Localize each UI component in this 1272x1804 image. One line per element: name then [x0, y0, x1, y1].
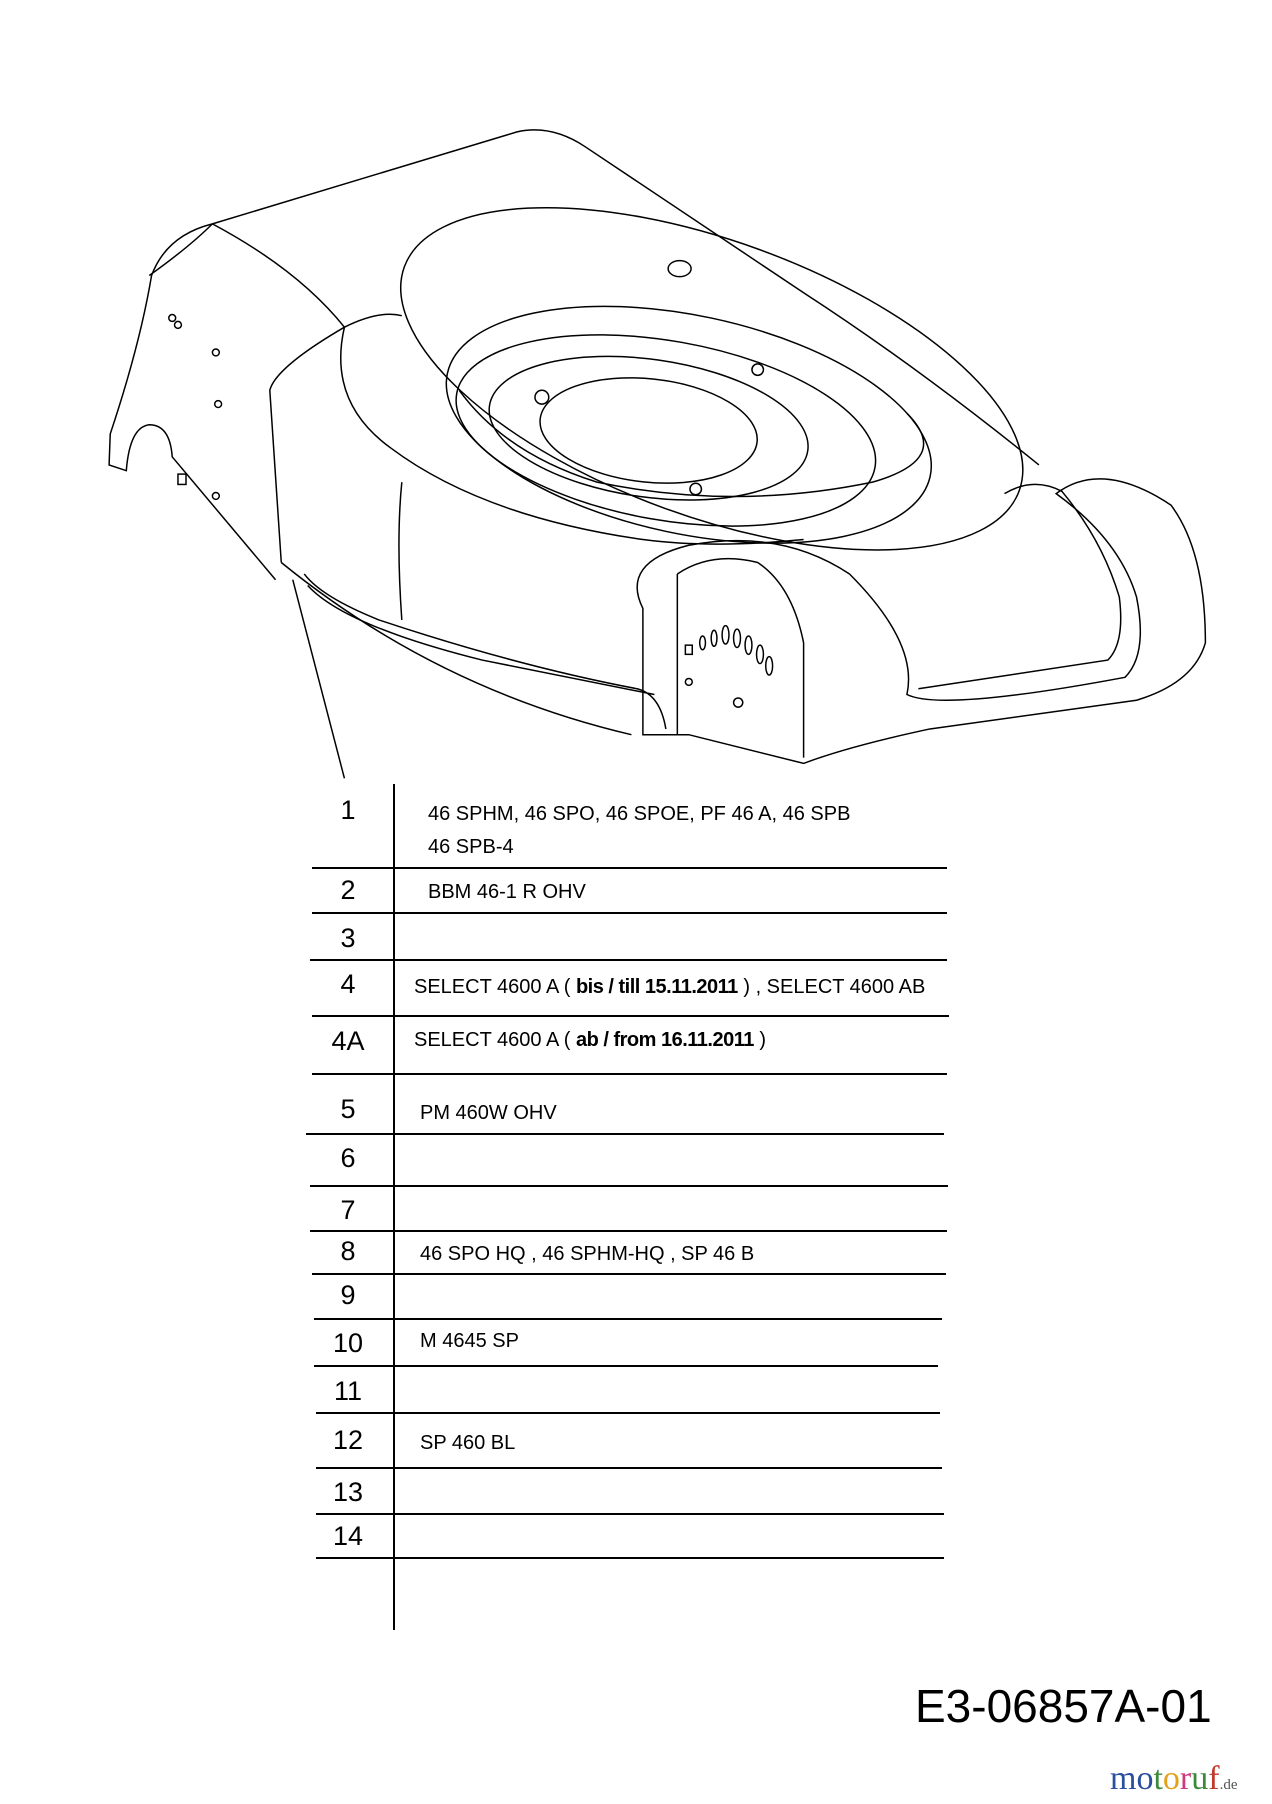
row-model: 46 SPB-4: [428, 836, 514, 858]
row-line: [312, 867, 947, 869]
row-number: 11: [333, 1376, 363, 1406]
deck-bowl: [399, 206, 1024, 551]
row-line: [316, 1412, 940, 1414]
row-model: BBM 46-1 R OHV: [428, 881, 586, 903]
row-model: PM 460W OHV: [420, 1102, 557, 1124]
leader-line: [292, 579, 346, 779]
row-line: [316, 1467, 942, 1469]
row-line: [312, 1015, 949, 1017]
logo-text: motoruf: [1110, 1760, 1220, 1797]
table-divider: [393, 784, 395, 1630]
text: ) , SELECT 4600 AB: [737, 976, 926, 998]
row-number: 2: [340, 875, 356, 905]
row-line: [314, 1365, 938, 1367]
row-number: 8: [340, 1236, 356, 1266]
text: SELECT 4600 A (: [414, 976, 576, 998]
date-text: ab / from 16.11.2011: [575, 1029, 754, 1051]
row-number: 4A: [331, 1026, 365, 1056]
row-line: [314, 1318, 942, 1320]
row-model: SP 460 BL: [420, 1432, 516, 1454]
row-line: [310, 1185, 948, 1187]
deck-side-panel: [108, 223, 277, 581]
row-line: [310, 959, 947, 961]
row-model: SELECT 4600 A ( ab / from 16.11.2011 ): [414, 1028, 766, 1052]
row-line: [306, 1133, 944, 1135]
row-number: 6: [340, 1143, 356, 1173]
deck-top-edge: [212, 129, 1040, 466]
side-handle-slot: [303, 573, 667, 730]
row-number: 1: [340, 795, 356, 825]
row-number: 14: [332, 1521, 364, 1551]
row-line: [316, 1557, 944, 1559]
date-text: bis / till 15.11.2011: [575, 976, 738, 998]
row-number: 13: [332, 1477, 364, 1507]
front-bumper: [636, 478, 1207, 765]
row-line: [316, 1513, 944, 1515]
row-number: 4: [340, 969, 356, 999]
row-number: 3: [340, 923, 356, 953]
drawing-code: E3-06857A-01: [915, 1680, 1212, 1732]
row-line: [310, 1230, 947, 1232]
motor-ring: [488, 355, 809, 501]
vent-slots: [684, 624, 774, 708]
row-line: [312, 1073, 947, 1075]
motor-opening: [539, 377, 758, 484]
row-model: SELECT 4600 A ( bis / till 15.11.2011 ) …: [414, 975, 925, 999]
row-number: 5: [340, 1094, 356, 1124]
row-model: 46 SPO HQ , 46 SPHM-HQ , SP 46 B: [420, 1243, 755, 1265]
text: SELECT 4600 A (: [414, 1029, 576, 1051]
row-line: [312, 912, 947, 914]
row-line: [312, 1273, 946, 1275]
row-number: 9: [340, 1280, 356, 1310]
motoruf-logo: motoruf.de: [1110, 1760, 1237, 1804]
row-model: M 4645 SP: [420, 1330, 519, 1352]
row-model: 46 SPHM, 46 SPO, 46 SPOE, PF 46 A, 46 SP…: [428, 803, 851, 825]
text: ): [753, 1029, 767, 1051]
row-number: 7: [340, 1195, 356, 1225]
logo-suffix: .de: [1219, 1777, 1238, 1793]
row-number: 10: [332, 1328, 364, 1358]
row-number: 12: [332, 1425, 364, 1455]
